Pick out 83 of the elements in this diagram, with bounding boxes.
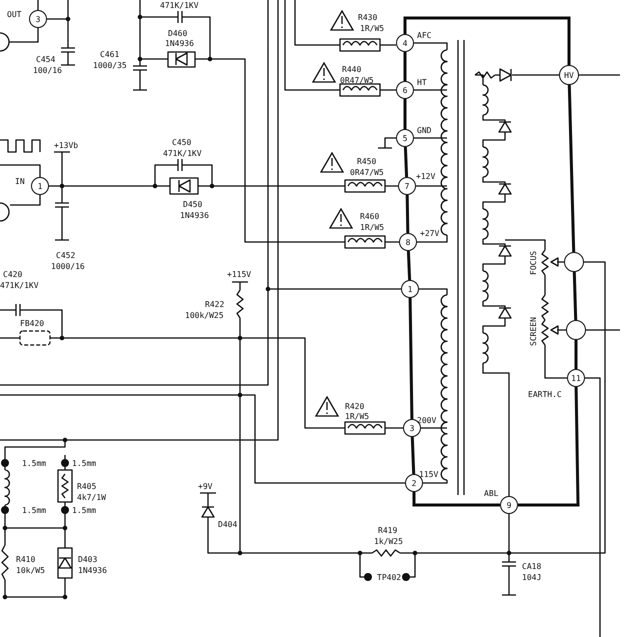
potentiometer-label: SCREEN [529,317,538,346]
component-value: 1N4936 [180,211,209,220]
wire [572,272,578,320]
component-value: 1000/16 [51,262,85,271]
component-value: 471K/1KV [163,149,202,158]
pin-circle: 7 [398,177,416,195]
component-reference: R410 [16,555,36,564]
component-reference: CA18 [522,562,542,571]
component-reference: R419 [378,526,398,535]
pin-circle: 5 [396,129,414,147]
wire [574,340,578,369]
component-reference: D403 [78,555,98,564]
wire [406,194,410,234]
voltage-label: +13Vb [54,141,78,150]
component-reference: FB420 [20,319,44,328]
component-reference: C452 [56,251,76,260]
component-reference: R405 [77,482,96,491]
voltage-label: +9V [198,482,212,491]
pad-size-label: 1.5mm [22,459,46,468]
component-value: 1R/W5 [360,24,384,33]
pin-circle: HV [559,65,579,85]
pin-label: EARTH.C [528,390,562,399]
component-reference: R440 [342,65,362,74]
wire [406,250,412,280]
component-value: 4k7/1W [77,493,106,502]
component-reference: C454 [36,55,56,64]
potentiometer-label: FOCUS [529,250,538,275]
component-value: 104J [522,573,542,582]
pin-label: AFC [417,31,432,40]
pin-circle: 1 [401,280,419,298]
wire [410,436,416,474]
pin-label: +27V [420,229,440,238]
component-value: 0R47/W5 [350,168,384,177]
wire [408,298,414,420]
component-reference: D404 [218,520,238,529]
component-value: 1N4936 [78,566,107,575]
pin-circle: 4 [396,34,414,52]
component-reference: D450 [183,200,202,209]
component-reference: D460 [168,29,188,38]
component-value: 1R/W5 [360,223,384,232]
wire [404,146,408,178]
pin-label: 200V [417,416,436,425]
test-point-label: TP402 [377,573,402,582]
wire [412,492,500,506]
component-value: 100/16 [33,66,62,75]
pin-circle: 8 [399,233,417,251]
component-value: 1R/W5 [345,412,370,421]
pin-label: GND [417,126,432,135]
pin-label: +12V [416,172,436,181]
component-value: 100k/W25 [185,311,224,320]
wire [404,16,570,65]
pin-circle: 9 [500,496,518,514]
component-reference: C450 [172,138,192,147]
component-reference: C420 [3,270,22,279]
component-reference: R430 [358,13,378,22]
pin-circle: 6 [396,81,414,99]
pin-circle: 11 [567,369,585,387]
component-value: 0R47/W5 [340,76,374,85]
component-reference: R422 [205,300,224,309]
pad-size-label: 1.5mm [72,506,96,515]
component-reference: R460 [360,212,380,221]
component-value: 1k/W25 [374,537,403,546]
pin-circle: 3 [29,10,47,28]
component-reference: R420 [345,402,364,411]
pin-name: IN [15,177,25,186]
wire [404,99,406,129]
pin-circle: 1 [31,177,49,195]
component-value: 1N4936 [165,39,194,48]
wire [404,52,406,81]
pin-label: ABL [484,489,498,498]
pin-label: HT [417,78,427,87]
wire [568,84,576,252]
component-value: 10k/W5 [16,566,45,575]
component-value: 471K/1KV [0,281,39,290]
component-value: 1000/35 [93,61,127,70]
pad-size-label: 1.5mm [22,506,46,515]
component-reference: C461 [100,50,120,59]
component-value: 471K/1KV [160,1,199,10]
pad-size-label: 1.5mm [72,459,96,468]
component-reference: R450 [357,157,376,166]
pin-name: OUT [7,10,22,19]
voltage-label: +115V [227,270,252,279]
wire [518,386,580,506]
